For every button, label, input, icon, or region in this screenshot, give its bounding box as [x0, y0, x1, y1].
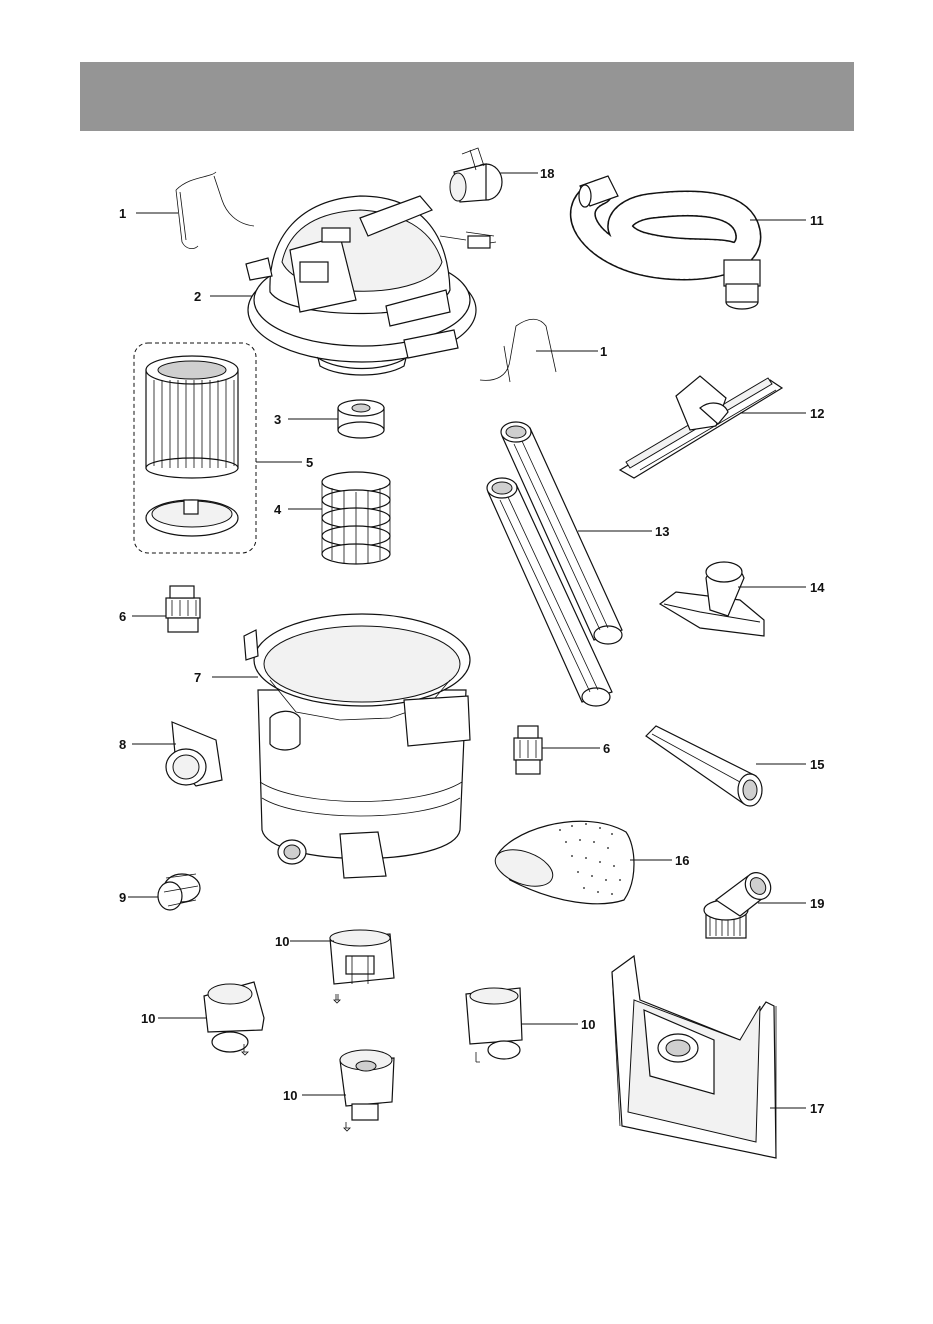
callout-1a: 1 [119, 206, 126, 221]
part-7-tank [244, 614, 470, 878]
part-6-clip-right [514, 726, 542, 774]
callout-16: 16 [675, 853, 689, 868]
part-18-fitting [450, 148, 502, 202]
part-10-caster-d [340, 1050, 394, 1131]
callout-7: 7 [194, 670, 201, 685]
callout-14: 14 [810, 580, 825, 595]
part-14-utility-nozzle [660, 562, 764, 636]
part-6-clip-left [166, 586, 200, 632]
part-12-floor-nozzle [620, 376, 782, 478]
part-10-caster-c [466, 988, 522, 1062]
callout-5: 5 [306, 455, 313, 470]
callout-10d: 10 [283, 1088, 297, 1103]
part-16-foam-sleeve [490, 821, 634, 904]
callout-8: 8 [119, 737, 126, 752]
part-5-filter-lid [146, 500, 238, 536]
callout-3: 3 [274, 412, 281, 427]
callout-1b: 1 [600, 344, 607, 359]
callout-9: 9 [119, 890, 126, 905]
part-5-cartridge-filter [146, 356, 238, 478]
part-9-caster-cap [158, 874, 200, 910]
callout-10a: 10 [275, 934, 289, 949]
callout-13: 13 [655, 524, 669, 539]
part-1-latch-wire-left [176, 172, 254, 249]
part-3-foam-sleeve [338, 400, 384, 438]
callout-18: 18 [540, 166, 554, 181]
part-17-dust-bag [612, 956, 776, 1158]
callout-2: 2 [194, 289, 201, 304]
part-13-extension-tubes [487, 422, 622, 706]
part-4-filter-cage [322, 472, 390, 564]
part-10-caster-b [204, 982, 264, 1055]
callout-12: 12 [810, 406, 824, 421]
part-8-inlet-deflector [166, 722, 222, 786]
part-15-crevice-tool [646, 726, 762, 806]
part-2-motor-head [246, 196, 496, 375]
part-10-caster-a [330, 930, 394, 1003]
callout-4: 4 [274, 502, 282, 517]
callout-17: 17 [810, 1101, 824, 1116]
callout-6a: 6 [119, 609, 126, 624]
callout-6b: 6 [603, 741, 610, 756]
callout-10b: 10 [141, 1011, 155, 1026]
callout-11: 11 [810, 213, 824, 228]
callout-19: 19 [810, 896, 824, 911]
part-11-hose [579, 176, 760, 309]
callout-15: 15 [810, 757, 824, 772]
callout-10c: 10 [581, 1017, 595, 1032]
